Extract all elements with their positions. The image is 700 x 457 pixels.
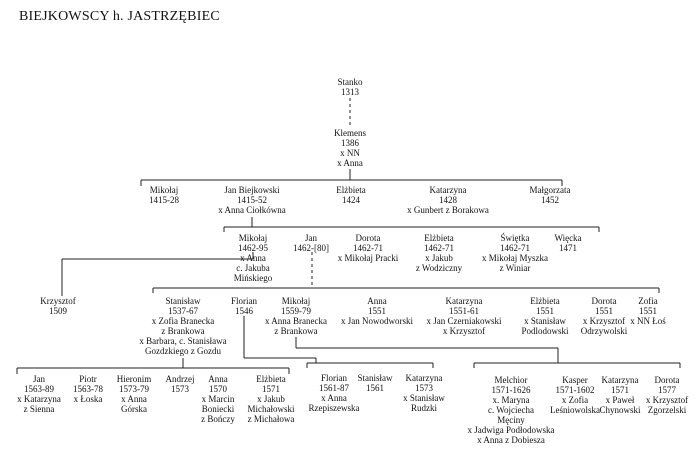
diagram-title: BIEJKOWSCY h. JASTRZĘBIEC	[19, 9, 220, 24]
